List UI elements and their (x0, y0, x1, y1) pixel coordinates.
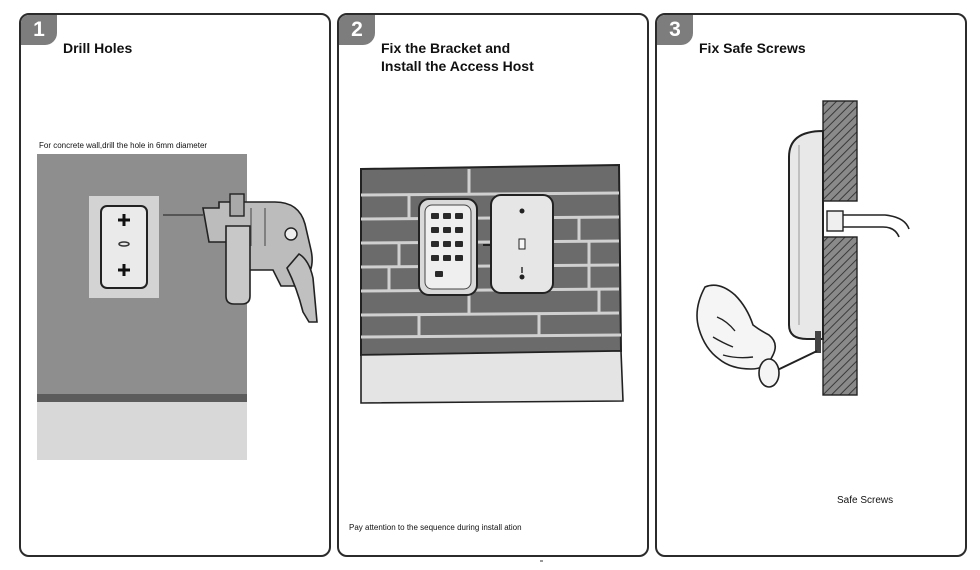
step-number-badge: 1 (21, 15, 57, 45)
brick-wall-installation-illustration (360, 163, 624, 404)
step-title: Drill Holes (63, 40, 133, 56)
step-title: Fix Safe Screws (699, 40, 806, 56)
step-3-panel: 3 Fix Safe Screws Safe Screws (655, 13, 967, 557)
step-note: Pay attention to the sequence during ins… (349, 523, 522, 532)
step-1-panel: 1 Drill Holes For concrete wall,drill th… (19, 13, 331, 557)
safe-screws-label: Safe Screws (837, 495, 894, 506)
side-view-screw-illustration (696, 100, 910, 396)
page-mark (540, 560, 543, 562)
step-title: Fix the Bracket and Install the Access H… (381, 40, 534, 74)
step-note: For concrete wall,drill the hole in 6mm … (39, 141, 208, 150)
step-2-panel: 2 Fix the Bracket and Install the Access… (337, 13, 649, 557)
step-number-badge: 3 (657, 15, 693, 45)
step-number-badge: 2 (339, 15, 375, 45)
drill-wall-illustration (37, 154, 318, 460)
